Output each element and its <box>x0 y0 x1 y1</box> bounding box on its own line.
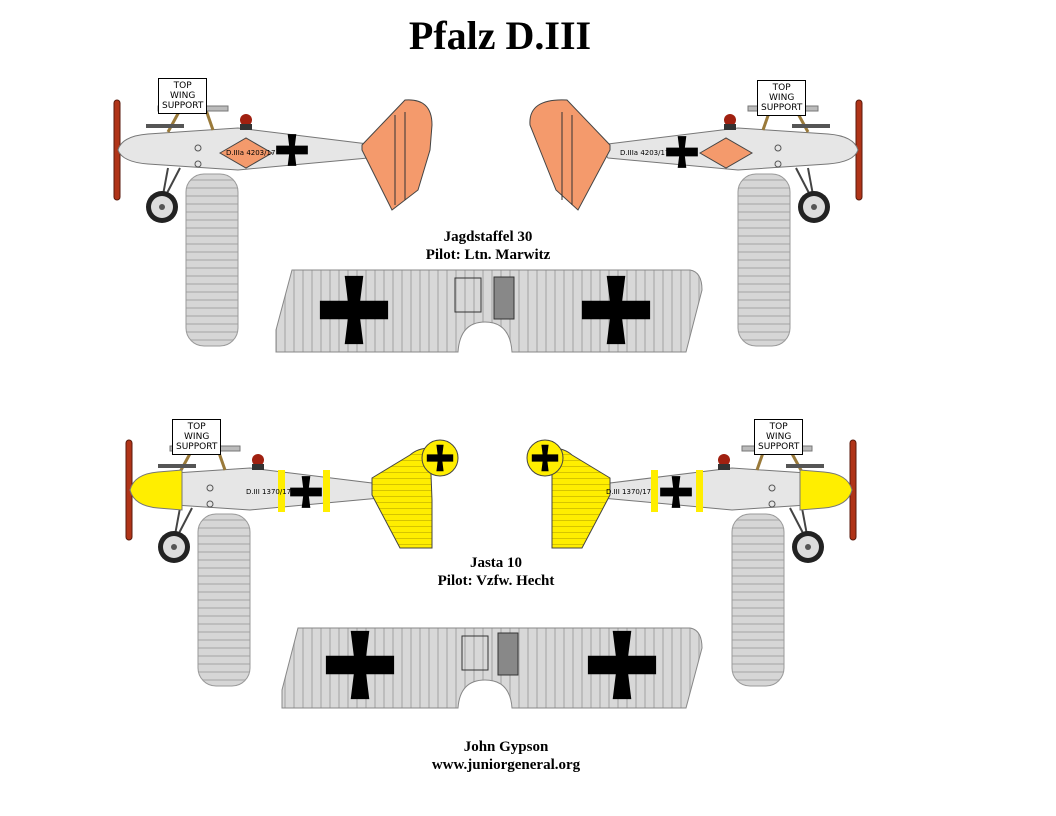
plane-right-jasta30 <box>529 98 864 348</box>
serial-left-2: D.III 1370/17 <box>246 488 291 496</box>
plane-right-jasta10 <box>526 438 858 688</box>
upper-wing-jasta30 <box>275 269 703 353</box>
plane-left-jasta30 <box>112 98 433 348</box>
unit-name: Jasta 10 <box>469 555 523 571</box>
plane-left-jasta10 <box>124 438 459 688</box>
website: www.juniorgeneral.org <box>431 757 581 773</box>
page-title: Pfalz D.III <box>408 13 592 58</box>
serial-left-1: D.IIIa 4203/17 <box>226 149 275 157</box>
serial-right-1: D.IIIa 4203/17 <box>620 149 669 157</box>
pilot-name: Pilot: Vzfw. Hecht <box>437 573 555 589</box>
serial-right-2: D.III 1370/17 <box>606 488 651 496</box>
pilot-name: Pilot: Ltn. Marwitz <box>425 247 551 263</box>
caption-group1: Jagdstaffel 30 Pilot: Ltn. Marwitz <box>388 228 588 264</box>
unit-name: Jagdstaffel 30 <box>443 229 533 245</box>
credits: John Gypson www.juniorgeneral.org <box>406 738 606 774</box>
upper-wing-jasta10 <box>281 627 703 709</box>
author-name: John Gypson <box>463 739 549 755</box>
caption-group2: Jasta 10 Pilot: Vzfw. Hecht <box>396 554 596 590</box>
